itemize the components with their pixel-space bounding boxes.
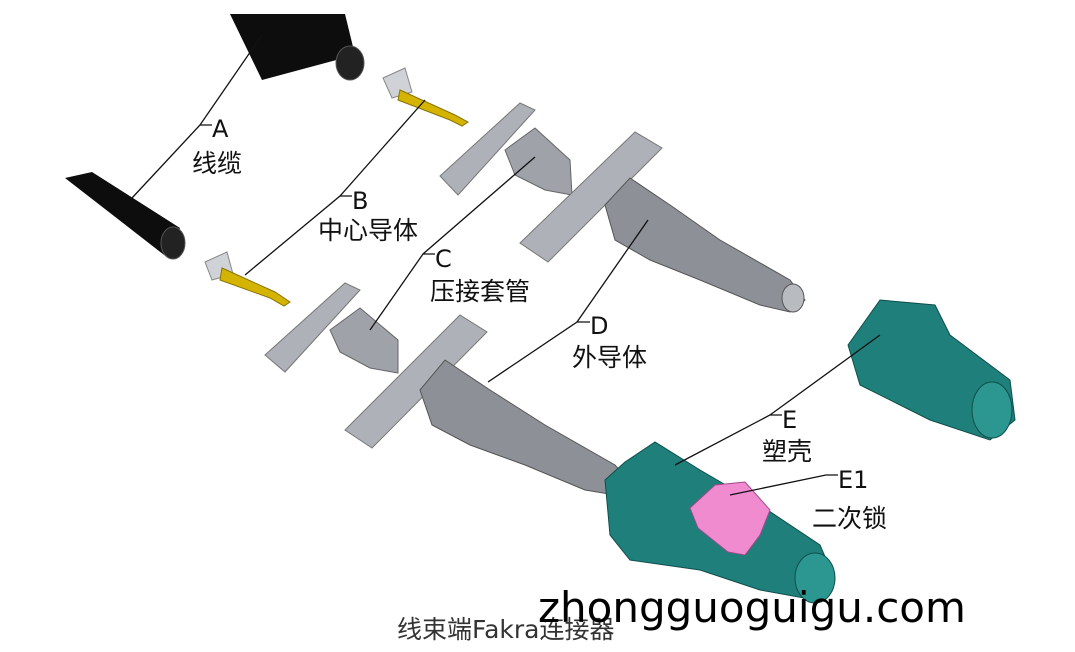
label-c-code: C	[435, 245, 452, 273]
center-conductor-lower	[204, 251, 291, 307]
label-a-name: 线缆	[192, 149, 242, 178]
label-d-code: D	[590, 312, 608, 340]
label-b-code: B	[352, 187, 368, 215]
crimp-sleeve-upper	[439, 102, 573, 196]
label-e1-name: 二次锁	[812, 504, 887, 533]
label-d-name: 外导体	[572, 343, 647, 372]
center-conductor-upper	[382, 67, 469, 127]
secondary-lock	[689, 481, 771, 556]
leader-lines	[131, 34, 881, 496]
label-e-code: E	[782, 406, 797, 434]
crimp-sleeve-lower	[264, 282, 399, 374]
outer-conductor-lower	[344, 314, 631, 496]
cable-lower	[65, 172, 186, 260]
label-e-name: 塑壳	[762, 437, 812, 466]
cable-upper	[230, 14, 365, 81]
caption: 线束端Fakra连接器	[397, 615, 614, 644]
watermark: zhongguoguigu.com	[538, 583, 966, 632]
label-b-name: 中心导体	[318, 216, 418, 245]
plastic-housing-upper	[847, 299, 1016, 441]
label-c-name: 压接套管	[430, 277, 530, 306]
label-e1-code: E1	[838, 466, 868, 494]
outer-conductor-upper	[519, 131, 806, 313]
label-a-code: A	[212, 115, 229, 143]
